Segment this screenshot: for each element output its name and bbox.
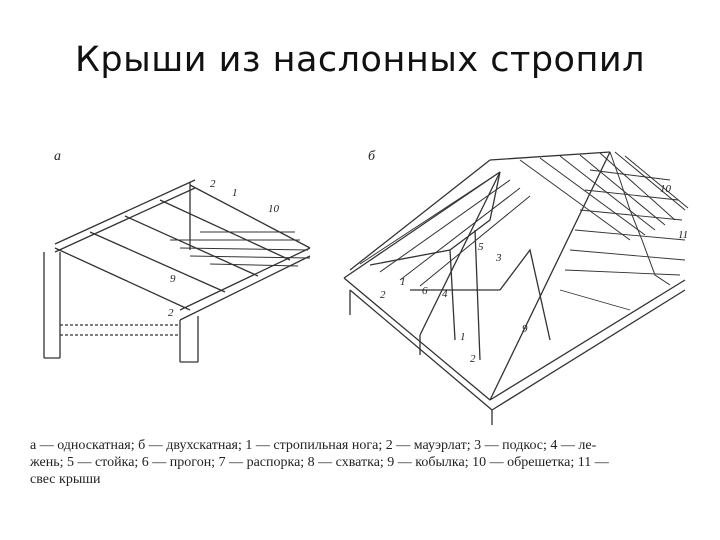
callout-a-2b: 2 [168, 307, 174, 319]
callout-b-1: 1 [400, 276, 406, 288]
callout-a-1: 1 [232, 187, 238, 199]
callout-b-2b: 2 [470, 353, 476, 365]
callout-a-2: 2 [210, 178, 216, 190]
callout-a-9: 9 [170, 273, 176, 285]
callout-b-3: 3 [495, 252, 502, 264]
callout-a-10: 10 [268, 203, 280, 215]
callout-b-2: 2 [380, 289, 386, 301]
callout-b-11: 11 [678, 229, 688, 241]
figure-caption: а — односкатная; б — двухскатная; 1 — ст… [30, 437, 700, 488]
single-slope-roof-drawing [43, 179, 311, 363]
callout-b-6: 6 [422, 285, 428, 297]
panel-b-label: б [368, 149, 376, 164]
roof-drawing: а б 1 2 10 9 2 10 11 5 3 2 1 6 4 9 1 2 [43, 149, 689, 425]
callout-b-9: 9 [522, 323, 528, 335]
callout-b-5: 5 [478, 241, 484, 253]
callout-b-10: 10 [660, 183, 672, 195]
callout-b-4: 4 [442, 288, 448, 300]
slide-title: Крыши из наслонных стропил [75, 40, 645, 80]
callout-b-1b: 1 [460, 331, 466, 343]
double-slope-roof-drawing [343, 151, 689, 425]
panel-a-label: а [54, 149, 61, 164]
caption-line-2: жень; 5 — стойка; 6 — прогон; 7 — распор… [30, 455, 609, 470]
caption-line-1: а — односкатная; б — двухскатная; 1 — ст… [30, 438, 597, 453]
caption-line-3: свес крыши [30, 472, 101, 487]
roof-diagram: а б 1 2 10 9 2 10 11 5 3 2 1 6 4 9 1 2 [30, 140, 700, 430]
